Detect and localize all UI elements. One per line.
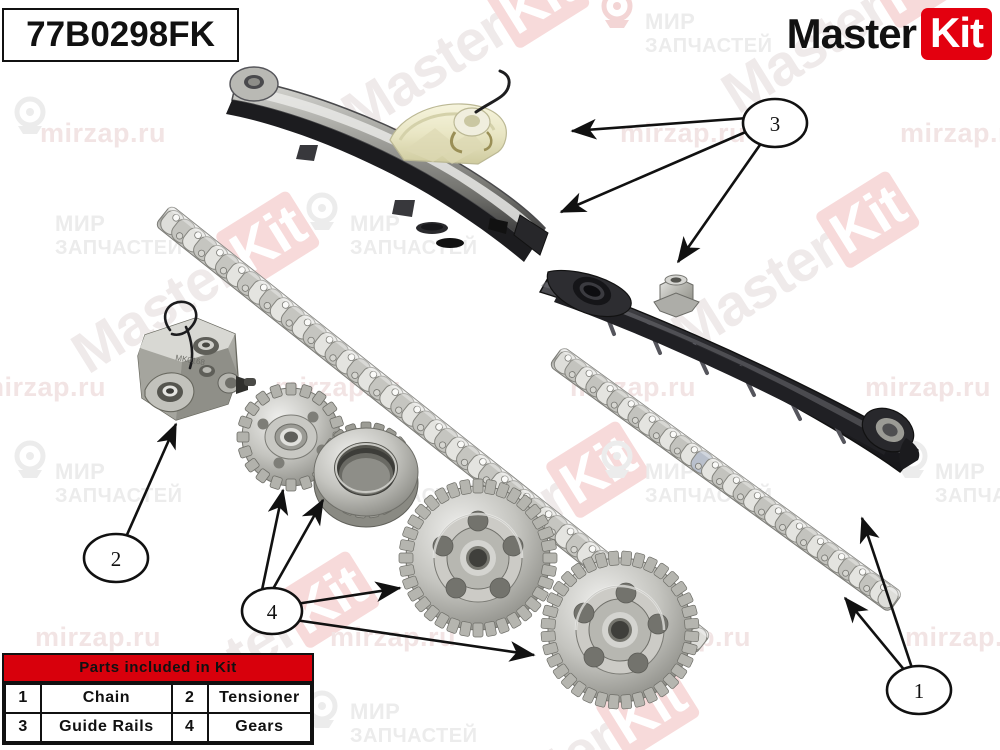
- leader-4-a: [260, 488, 289, 591]
- table-row: 1 Chain 2 Tensioner: [3, 683, 313, 714]
- leader-2-a: [124, 422, 178, 538]
- callout-1[interactable]: 1: [885, 664, 953, 716]
- part-cam-sprocket-a: [398, 478, 558, 638]
- legend-number: 2: [170, 683, 209, 714]
- callout-4-label: 4: [267, 600, 278, 624]
- leader-4-b: [271, 498, 325, 590]
- leader-1-a: [859, 516, 914, 669]
- callout-leader-lines: [124, 116, 914, 673]
- legend-part-name: Chain: [40, 683, 173, 714]
- leader-1-b: [843, 596, 908, 673]
- part-number-box: 77B0298FK: [2, 8, 239, 62]
- legend-number: 4: [170, 712, 209, 743]
- legend-table: Parts included in Kit 1 Chain 2 Tensione…: [2, 653, 314, 745]
- legend-part-name: Gears: [206, 712, 313, 743]
- legend-title: Parts included in Kit: [4, 655, 312, 683]
- legend-grid: 1 Chain 2 Tensioner 3 Guide Rails 4 Gear…: [3, 683, 313, 743]
- leader-4-c: [295, 581, 402, 606]
- table-row: 3 Guide Rails 4 Gears: [3, 712, 313, 743]
- brand-name-kit-box: Kit: [921, 8, 992, 60]
- leader-3-b: [559, 129, 749, 214]
- legend-part-name: Tensioner: [206, 683, 313, 714]
- part-guide-rail-tensioner: [389, 69, 511, 165]
- legend-part-name: Guide Rails: [40, 712, 173, 743]
- part-timing-chain-short: [550, 346, 903, 611]
- callout-3-label: 3: [770, 112, 781, 136]
- callout-3[interactable]: 3: [741, 97, 809, 149]
- part-chain-tensioner: MK0168: [137, 300, 256, 421]
- brand-logo: Master Kit: [787, 6, 992, 62]
- callout-1-label: 1: [914, 679, 925, 703]
- legend-number: 3: [3, 712, 43, 743]
- callout-2[interactable]: 2: [82, 532, 150, 584]
- part-timing-chain-long: [156, 204, 712, 653]
- part-flange-nut: [653, 274, 700, 318]
- part-guide-rail-pivot: [226, 66, 549, 262]
- part-idler-sprocket: [313, 421, 419, 528]
- callout-2-label: 2: [111, 547, 122, 571]
- callout-4[interactable]: 4: [240, 586, 304, 636]
- legend-number: 1: [3, 683, 43, 714]
- leader-3-a: [570, 116, 749, 140]
- leader-3-c: [676, 141, 764, 264]
- brand-name-master: Master: [786, 10, 917, 57]
- part-number-text: 77B0298FK: [26, 15, 215, 54]
- callout-bubbles: 3 2 4 1: [82, 97, 953, 716]
- brand-name-kit: Kit: [930, 9, 984, 56]
- part-cam-sprocket-b: [540, 550, 700, 710]
